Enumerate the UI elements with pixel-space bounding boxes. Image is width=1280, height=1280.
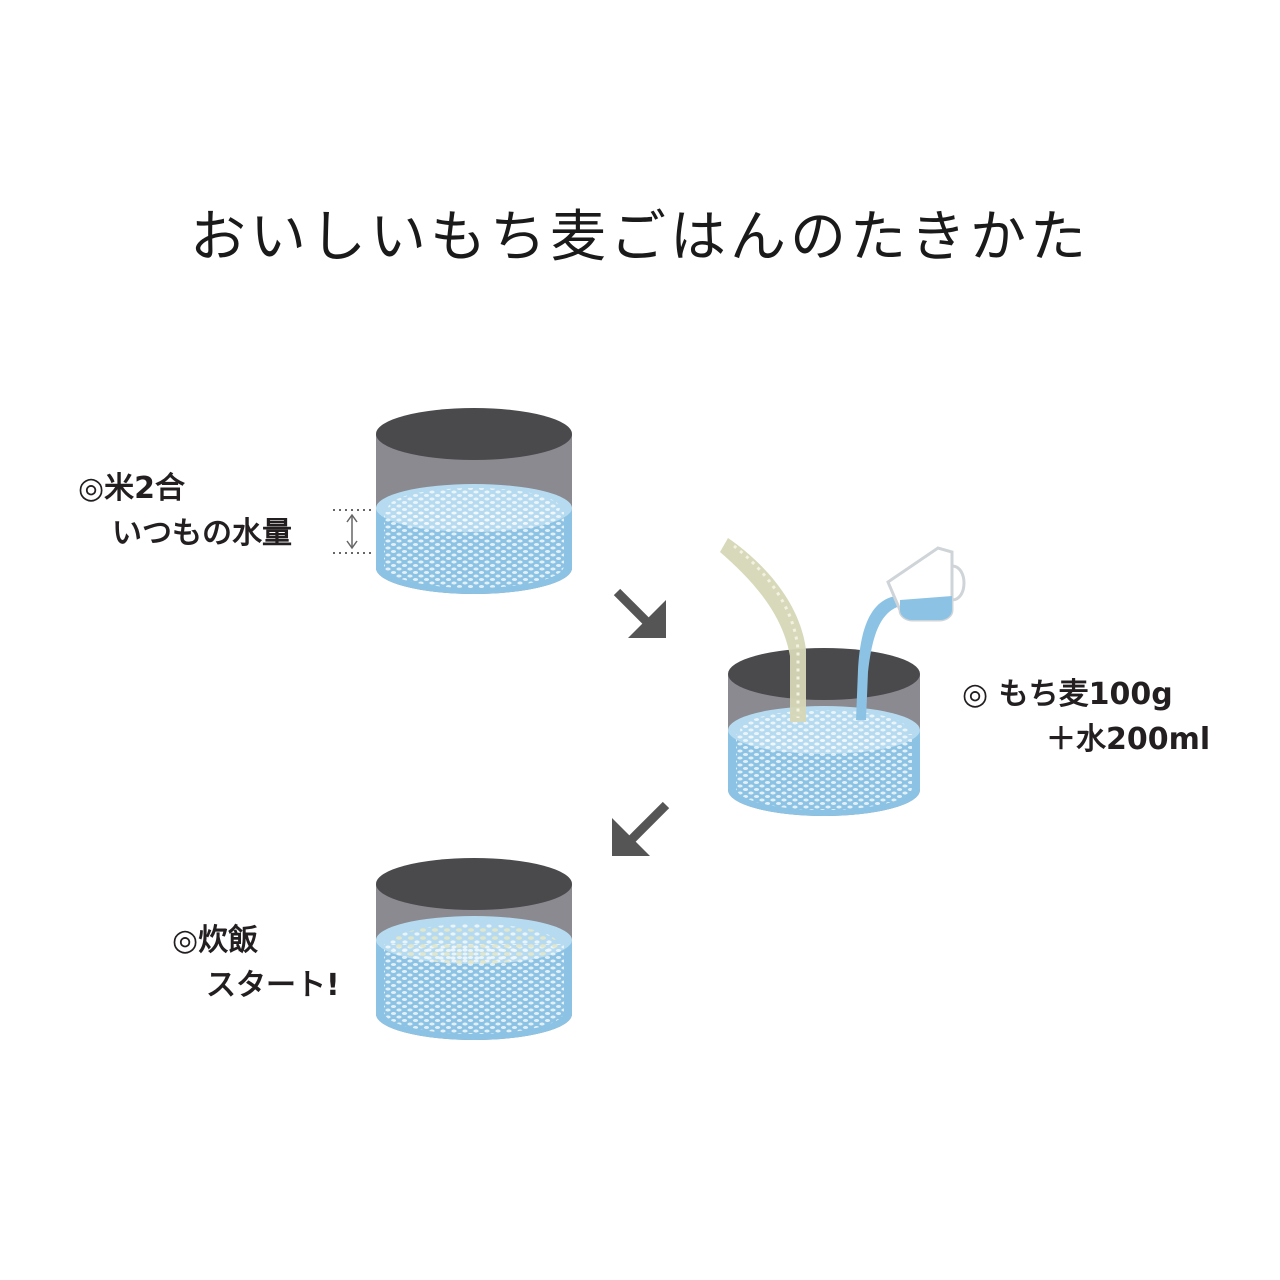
arrow-down-right-icon bbox=[613, 588, 666, 638]
double-arrow-icon bbox=[346, 513, 358, 550]
step-3-label: ◎炊飯 スタート! bbox=[172, 918, 340, 1008]
step-2-line-2: ＋水200ml bbox=[1046, 722, 1211, 757]
step-2-label: ◎ もち麦100g ＋水200ml bbox=[962, 672, 1210, 762]
barley-stream bbox=[720, 538, 806, 722]
step-3-line-1: ◎炊飯 bbox=[172, 923, 259, 958]
step-1-label: ◎米2合 いつもの水量 bbox=[78, 466, 292, 556]
pot-cooking bbox=[376, 858, 572, 1040]
page-title: おいしいもち麦ごはんのたきかた bbox=[190, 205, 1090, 270]
step-3-line-2: スタート! bbox=[206, 968, 340, 1003]
measuring-cup-icon bbox=[886, 546, 966, 622]
arrow-down-left-icon bbox=[612, 801, 670, 856]
pot-rice bbox=[376, 408, 572, 594]
step-1-line-2: いつもの水量 bbox=[112, 516, 292, 551]
water-stream bbox=[856, 596, 900, 720]
step-1-line-1: ◎米2合 bbox=[78, 471, 186, 506]
pot-adding-barley bbox=[728, 648, 920, 816]
step-2-line-1: ◎ もち麦100g bbox=[962, 677, 1173, 712]
water-level-indicator bbox=[333, 509, 371, 554]
